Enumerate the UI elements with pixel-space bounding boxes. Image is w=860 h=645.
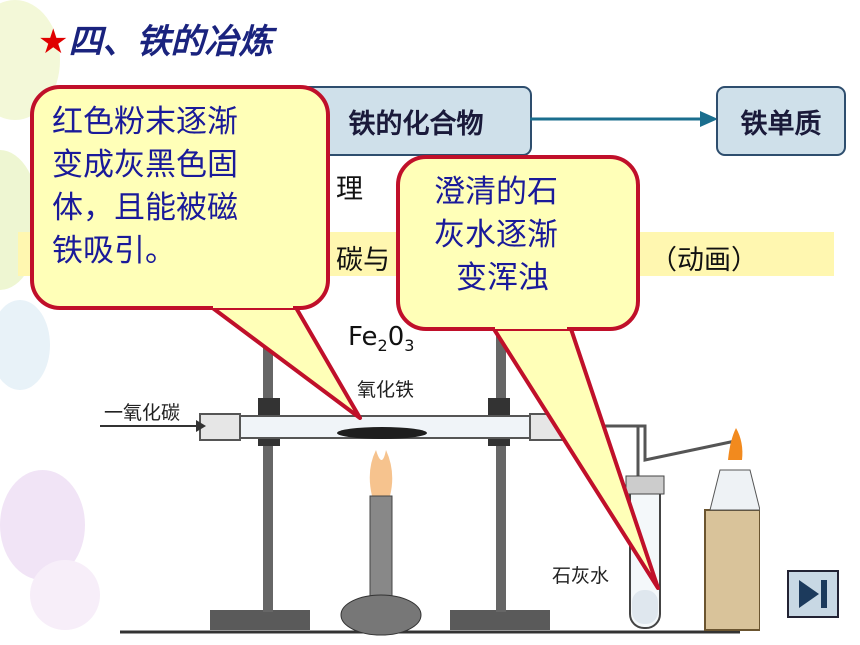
flow-arrow <box>530 109 720 129</box>
iron-compound-label: 铁的化合物 <box>348 108 484 140</box>
iron-element-label: 铁单质 <box>740 108 822 140</box>
background-decoration <box>30 560 100 630</box>
callout-line: 变成灰黑色固 <box>52 147 238 183</box>
callout-line: 变浑浊 <box>456 260 549 296</box>
lamp-flame <box>728 428 743 460</box>
outlet-tube-upper <box>570 424 741 462</box>
left-callout-bubble: 红色粉末逐渐 变成灰黑色固 体，且能被磁 铁吸引。 <box>30 85 330 310</box>
animation-label: （动画） <box>650 245 758 276</box>
callout-line: 灰水逐渐 <box>434 217 558 253</box>
left-clamp <box>258 398 280 416</box>
iron-element-box: 铁单质 <box>716 86 846 156</box>
burner-flame <box>369 450 393 496</box>
right-bubble-joint <box>495 320 567 329</box>
iron-oxide-powder <box>337 427 427 439</box>
co-label: 一氧化碳 <box>104 402 181 424</box>
test-tube-stopper <box>625 475 665 495</box>
iron-compound-box: 铁的化合物 <box>300 86 532 156</box>
callout-line: 体，且能被磁 <box>52 190 238 226</box>
star-icon: ★ <box>38 22 69 62</box>
callout-line: 红色粉末逐渐 <box>52 104 238 140</box>
iron-oxide-label: 氧化铁 <box>357 379 415 401</box>
right-stopper <box>529 413 571 441</box>
callout-line: 澄清的石 <box>434 174 558 210</box>
right-stand-base <box>450 610 550 630</box>
next-slide-button[interactable] <box>787 570 839 618</box>
burner-base <box>340 594 422 636</box>
formula-label: Fe203 <box>348 322 415 356</box>
background-decoration <box>0 300 50 390</box>
right-stand-rod <box>496 330 506 612</box>
callout-line: 铁吸引。 <box>52 233 176 269</box>
right-callout-bubble: 澄清的石 灰水逐渐 变浑浊 <box>396 155 640 331</box>
limewater-label: 石灰水 <box>552 565 610 587</box>
apparatus-diagram <box>100 300 760 645</box>
slide-title: ★四、铁的冶炼 <box>38 14 272 63</box>
skip-forward-icon <box>799 580 827 608</box>
left-bubble-joint <box>213 298 293 308</box>
left-stand-rod <box>263 330 273 612</box>
principle-text: 理 <box>336 174 363 205</box>
burner-tube <box>369 495 393 597</box>
limewater <box>632 590 658 624</box>
left-stand-base <box>210 610 310 630</box>
experiment-text: 碳与 <box>336 245 390 276</box>
alcohol-lamp <box>709 469 760 511</box>
left-stopper <box>199 413 241 441</box>
slide-title-text: 四、铁的冶炼 <box>68 22 273 62</box>
right-clamp <box>488 398 510 416</box>
wood-block <box>704 509 760 631</box>
